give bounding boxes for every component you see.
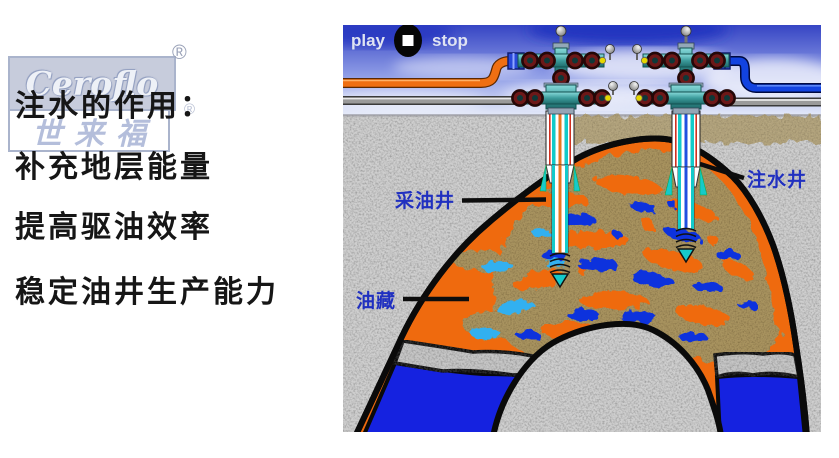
light-water-patches: [470, 229, 566, 339]
injection-animation-panel: 采油井 注水井 油藏 play stop: [343, 25, 821, 432]
left-text-panel: Ceroflo ® 世来福 ® 注水的作用： 补充地层能量 提高驱油效率 稳定油…: [0, 0, 340, 458]
injection-well-callout: 注水井: [699, 161, 807, 191]
production-well-casing: [539, 110, 581, 289]
arch-core-rock: [494, 323, 721, 432]
gathering-pipeline-right: [724, 97, 821, 107]
animation-controls: play stop: [351, 25, 468, 57]
production-well-label: 采油井: [395, 190, 455, 212]
bullet-line: 补充地层能量: [15, 151, 213, 184]
stop-icon[interactable]: [402, 35, 414, 46]
transition-band-right: [713, 350, 802, 380]
injection-well-label: 注水井: [747, 168, 807, 191]
injection-well-casing: [664, 110, 708, 264]
production-well-callout: 采油井: [395, 190, 547, 212]
bullet-line: 稳定油井生产能力: [15, 276, 279, 309]
arch-core-outline: [491, 320, 724, 432]
registered-trademark-icon: ®: [172, 42, 187, 64]
logo-chinese-text: 世来福: [32, 116, 158, 152]
oil-reservoir-callout: 油藏: [356, 289, 469, 312]
perforation-coils: [549, 252, 571, 274]
stop-button[interactable]: [394, 25, 422, 57]
registered-trademark-icon-small: ®: [184, 101, 196, 118]
logo-brand-text: Ceroflo: [25, 64, 159, 103]
gathering-pipeline-left: [343, 96, 523, 105]
perforation-coils: [675, 227, 697, 249]
stop-button-label[interactable]: stop: [432, 31, 468, 50]
water-leg-right: [714, 373, 807, 432]
play-button[interactable]: play: [351, 31, 386, 50]
logo-watermark: Ceroflo: [8, 56, 176, 111]
page-title: 注水的作用：: [15, 90, 213, 123]
logo-chinese-box: 世来福: [8, 109, 170, 152]
oil-patches: [512, 174, 755, 341]
bullet-line: 提高驱油效率: [15, 211, 213, 244]
oil-reservoir-label: 油藏: [356, 289, 396, 312]
ground-surface-line: [343, 114, 821, 117]
